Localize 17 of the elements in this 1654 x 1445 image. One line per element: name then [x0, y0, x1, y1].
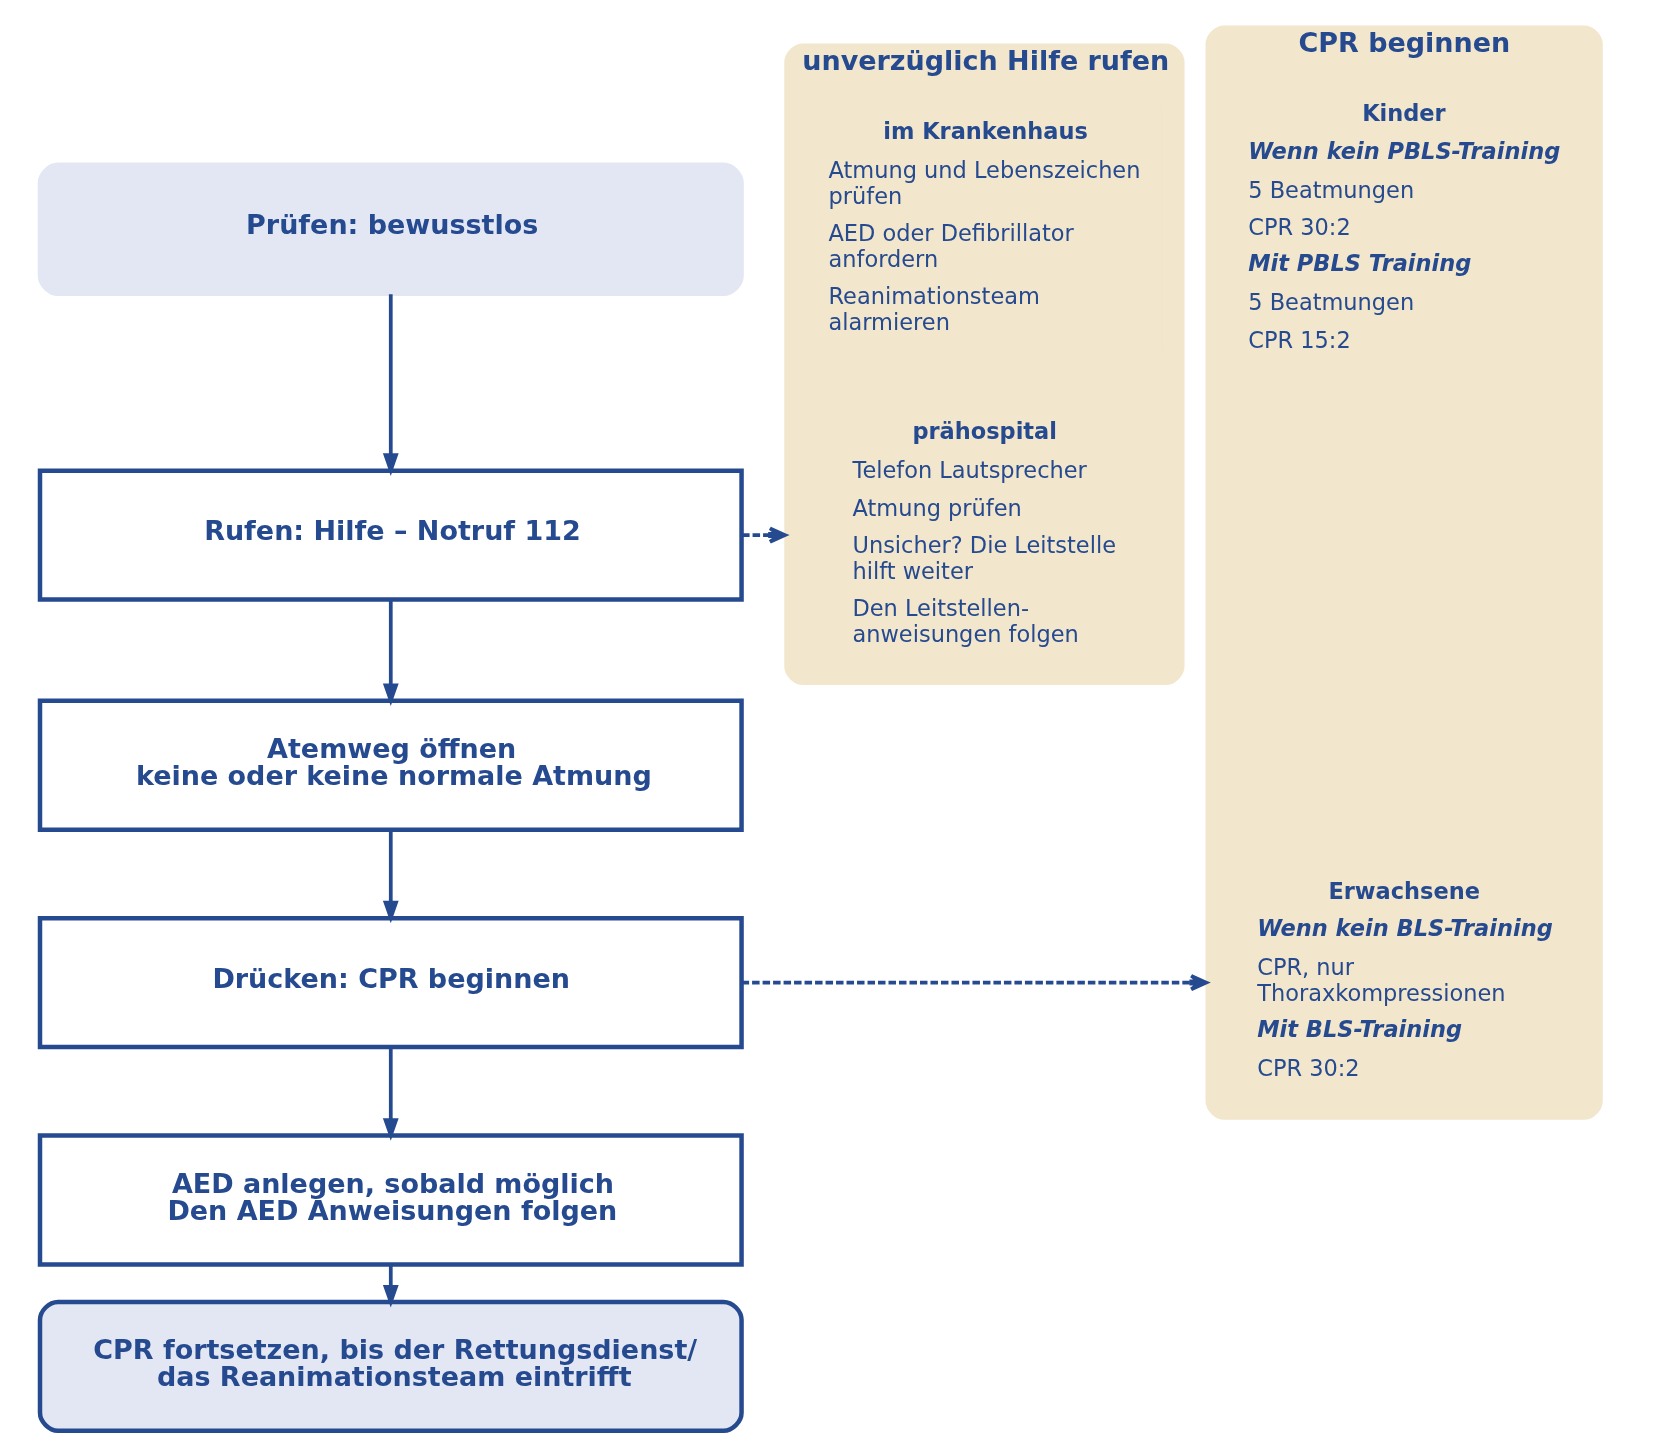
node-text: Kinder Wenn kein PBLS-Training 5 Beatmungen CPR 30:2 Mit PBLS Training 5 Beatmungen CPR 15:2: [1248, 100, 1561, 353]
arrow: [382, 599, 399, 707]
arrow: [742, 526, 787, 544]
arrow: [382, 294, 399, 476]
node-box: Atemweg öffnen keine oder keine normale Atmung: [37, 698, 744, 832]
node-text: Erwachsene Wenn kein BLS-Training CPR, nur Thoraxkompressionen Mit BLS-Training CPR 30:2: [1257, 877, 1553, 1081]
node-box: Rufen: Hilfe – Notruf 112: [37, 468, 744, 602]
node-box: Drücken: CPR beginnen: [37, 915, 744, 1050]
node-text: im Krankenhaus Atmung und Lebenszeichen prüfen AED oder Defibrillator anfordern Reanimationsteam alarmieren: [828, 118, 1141, 335]
arrow: [382, 829, 399, 924]
node-box: CPR fortsetzen, bis der Rettungsdienst/ das Reanimationsteam eintrifft: [37, 1299, 744, 1434]
node-box: Prüfen: bewusstlos: [37, 162, 744, 296]
node-box: AED anlegen, sobald möglich Den AED Anweisungen folgen: [37, 1133, 744, 1267]
arrow: [382, 1264, 399, 1308]
node-text: prähospital Telefon Lautsprecher Atmung prüfen Unsicher? Die Leitstelle hilft weiter Den Leitstellen- anweisungen folgen: [852, 418, 1116, 647]
arrow: [382, 1047, 399, 1141]
arrow: [741, 973, 1209, 992]
